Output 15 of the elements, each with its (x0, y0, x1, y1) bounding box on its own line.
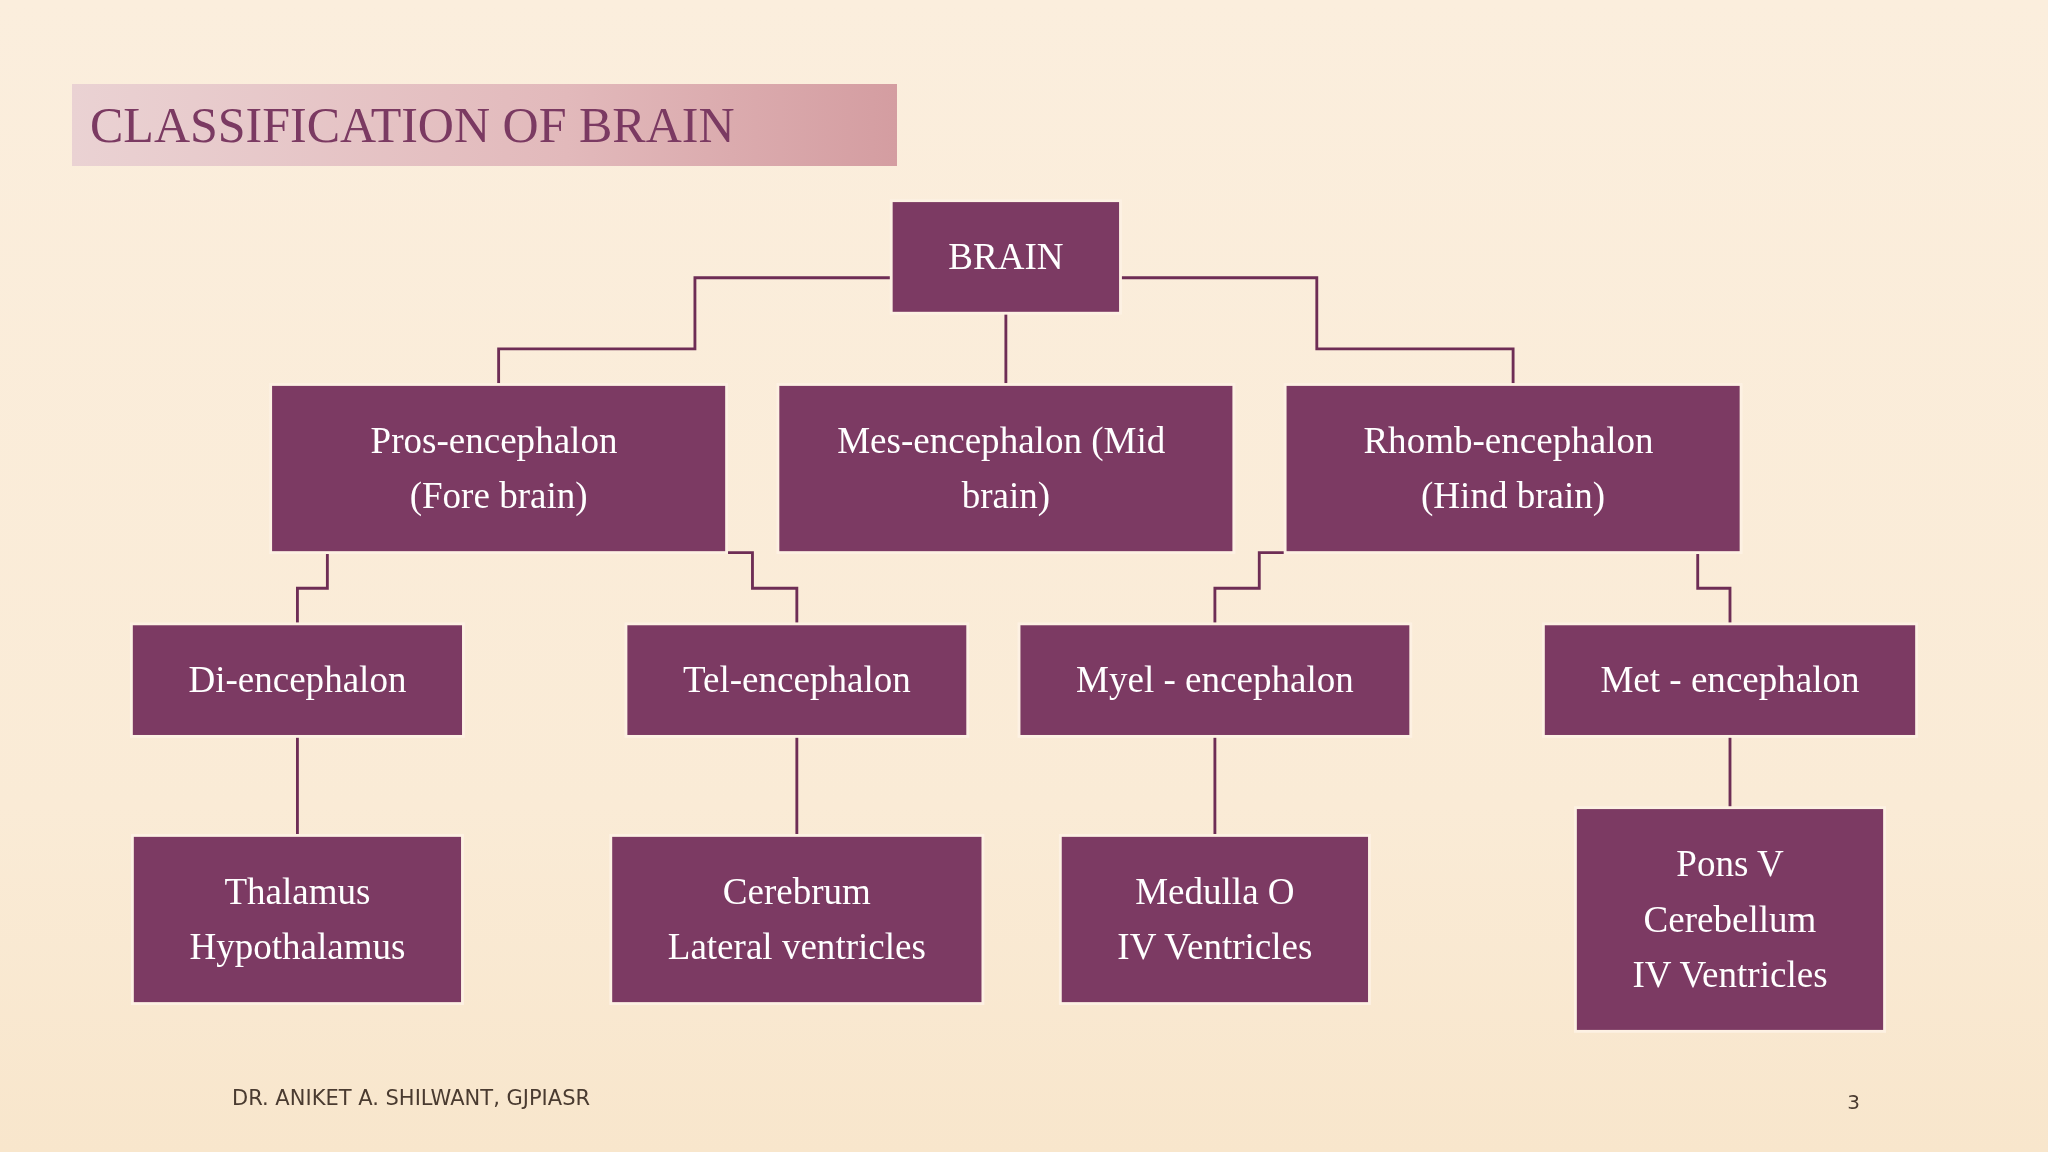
node-box: Mes-encephalon (Mid brain) (776, 383, 1236, 554)
node-box: BRAIN (889, 199, 1122, 315)
node-box: Rhomb-encephalon (Hind brain) (1283, 383, 1743, 554)
slide-title: CLASSIFICATION OF BRAIN (72, 84, 897, 166)
page-number: 3 (1847, 1090, 1860, 1114)
node-box: Cerebrum Lateral ventricles (609, 834, 985, 1005)
node-box: Tel-encephalon (624, 622, 970, 738)
node-box: Pons V Cerebellum IV Ventricles (1574, 806, 1886, 1033)
footer-text: DR. ANIKET A. SHILWANT, GJPIASR (232, 1086, 591, 1110)
node-box: Medulla O IV Ventricles (1058, 834, 1371, 1005)
node-box: Thalamus Hypothalamus (130, 834, 464, 1005)
node-box: Di-encephalon (129, 622, 465, 738)
node-box: Myel - encephalon (1017, 622, 1413, 738)
node-box: Pros-encephalon (Fore brain) (269, 383, 729, 554)
node-box: Met - encephalon (1541, 622, 1919, 738)
